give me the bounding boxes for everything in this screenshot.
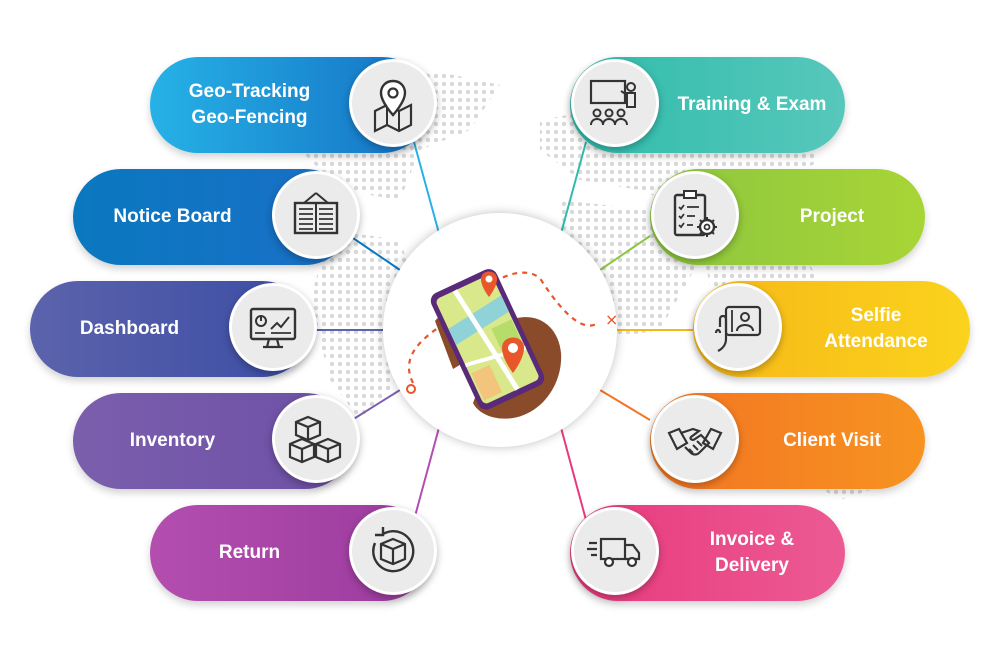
feature-icon-disc-selfie-attendance (694, 283, 782, 371)
feature-label-project: Project (739, 169, 925, 265)
feature-icon-disc-geo-tracking (349, 59, 437, 147)
feature-label-line: Delivery (715, 555, 789, 576)
connector-line-return (413, 423, 441, 521)
connector-line-notice-board (349, 235, 401, 271)
connector-line-inventory (351, 389, 401, 421)
feature-label-line: Geo-Fencing (191, 107, 308, 128)
center-phone-illustration: × (383, 213, 618, 447)
delivery-truck-icon (587, 537, 641, 568)
hand-holding-phone-icon: × (406, 269, 618, 419)
feature-label-line: Invoice & (709, 529, 795, 550)
handshake-icon (667, 427, 723, 456)
feature-label-line: Training & Exam (677, 94, 827, 115)
feature-label-return: Return (150, 505, 349, 601)
feature-icon-disc-inventory (272, 395, 360, 483)
monitor-chart-icon (249, 307, 297, 349)
feature-label-client-visit: Client Visit (739, 393, 925, 489)
feature-label-line: Dashboard (79, 318, 180, 339)
feature-label-line: Selfie (850, 305, 902, 326)
feature-label-training-exam: Training & Exam (659, 57, 845, 153)
connector-line-geo-tracking (413, 141, 441, 238)
presentation-icon (589, 79, 636, 126)
feature-label-line: Inventory (129, 430, 216, 451)
feature-label-line: Notice Board (113, 206, 232, 227)
connector-line-client-visit (599, 389, 651, 421)
feature-label-dashboard: Dashboard (30, 281, 229, 377)
feature-label-inventory: Inventory (73, 393, 272, 489)
connector-line-project (599, 235, 651, 271)
feature-label-notice-board: Notice Board (73, 169, 272, 265)
feature-icon-disc-dashboard (229, 283, 317, 371)
feature-icon-disc-training-exam (571, 59, 659, 147)
feature-icon-disc-invoice-delivery (571, 507, 659, 595)
feature-label-invoice-delivery: Invoice & Delivery (659, 505, 845, 601)
svg-text:×: × (605, 310, 617, 329)
box-return-icon (372, 527, 415, 573)
boxes-icon (288, 415, 342, 464)
feature-icon-disc-project (651, 171, 739, 259)
map-pin-icon (373, 79, 413, 133)
selfie-phone-icon (714, 305, 762, 352)
feature-label-line: Attendance (824, 331, 928, 352)
feature-label-line: Return (218, 542, 281, 563)
feature-icon-disc-notice-board (272, 171, 360, 259)
notice-board-icon (293, 192, 339, 235)
connector-line-invoice-delivery (559, 423, 587, 521)
feature-label-line: Project (799, 206, 865, 227)
connector-line-training-exam (559, 141, 587, 238)
feature-icon-disc-client-visit (651, 395, 739, 483)
feature-icon-disc-return (349, 507, 437, 595)
feature-label-line: Client Visit (783, 430, 881, 451)
clipboard-gear-icon (673, 190, 717, 237)
feature-label-line: Geo-Tracking (188, 81, 311, 102)
